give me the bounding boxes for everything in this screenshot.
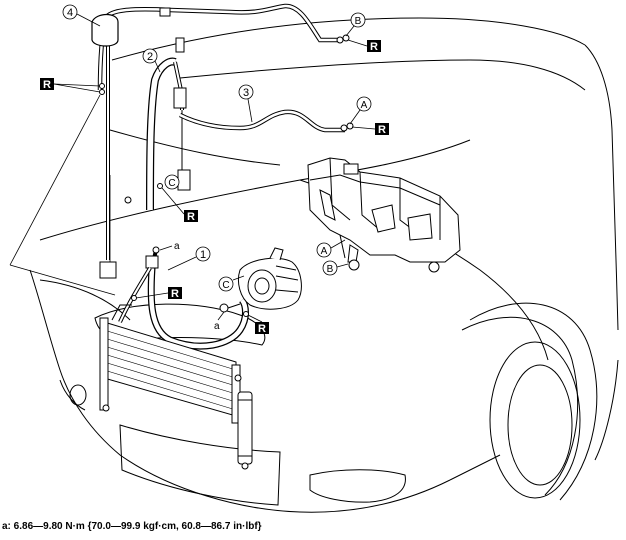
svg-text:2: 2: [147, 51, 153, 63]
evaporator-unit: [307, 157, 461, 273]
compressor: [219, 247, 302, 313]
callout-1: 1: [167, 246, 211, 271]
condenser: [99, 304, 253, 470]
svg-text:1: 1: [200, 249, 206, 261]
svg-text:R: R: [370, 41, 378, 53]
letter-c-compressor: C: [218, 275, 245, 292]
svg-text:R: R: [258, 323, 266, 335]
hose-1: [118, 249, 249, 350]
pipe-3: [178, 109, 345, 133]
svg-text:C: C: [168, 178, 175, 189]
svg-text:R: R: [187, 211, 195, 223]
replace-tag-center: R: [161, 187, 198, 223]
letter-c-left: C: [164, 174, 180, 190]
svg-text:R: R: [171, 288, 179, 300]
svg-text:A: A: [321, 246, 328, 257]
letter-b-top: B: [345, 12, 366, 37]
svg-text:a: a: [174, 241, 180, 252]
svg-text:B: B: [327, 264, 334, 275]
svg-text:R: R: [378, 124, 386, 136]
replace-tag-mid-right: R: [351, 123, 389, 136]
replace-tag-top-right: R: [347, 39, 381, 53]
replace-tag-compressor: R: [247, 314, 269, 335]
svg-text:B: B: [355, 16, 362, 27]
pipe-4: [91, 3, 340, 279]
torque-label-lower: a: [214, 311, 225, 332]
callout-3: 3: [238, 84, 254, 123]
replace-tag-hose: R: [135, 287, 182, 300]
leader-lines: [9, 94, 116, 296]
replace-tag-left: R: [40, 78, 101, 93]
svg-text:4: 4: [67, 7, 73, 19]
hose-2: [146, 37, 191, 211]
svg-text:3: 3: [243, 87, 249, 99]
svg-text:R: R: [43, 79, 51, 91]
torque-label-upper: a: [159, 241, 180, 252]
callout-4: 4: [62, 4, 101, 27]
letter-b-unit: B: [322, 260, 349, 276]
svg-text:C: C: [222, 280, 229, 291]
svg-text:A: A: [361, 100, 368, 111]
svg-text:a: a: [214, 321, 220, 332]
torque-spec-note: a: 6.86—9.80 N·m {70.0—99.9 kgf·cm, 60.8…: [2, 521, 262, 532]
letter-a-top: A: [349, 96, 372, 125]
callout-2: 2: [142, 48, 161, 73]
letter-a-unit: A: [316, 239, 346, 258]
